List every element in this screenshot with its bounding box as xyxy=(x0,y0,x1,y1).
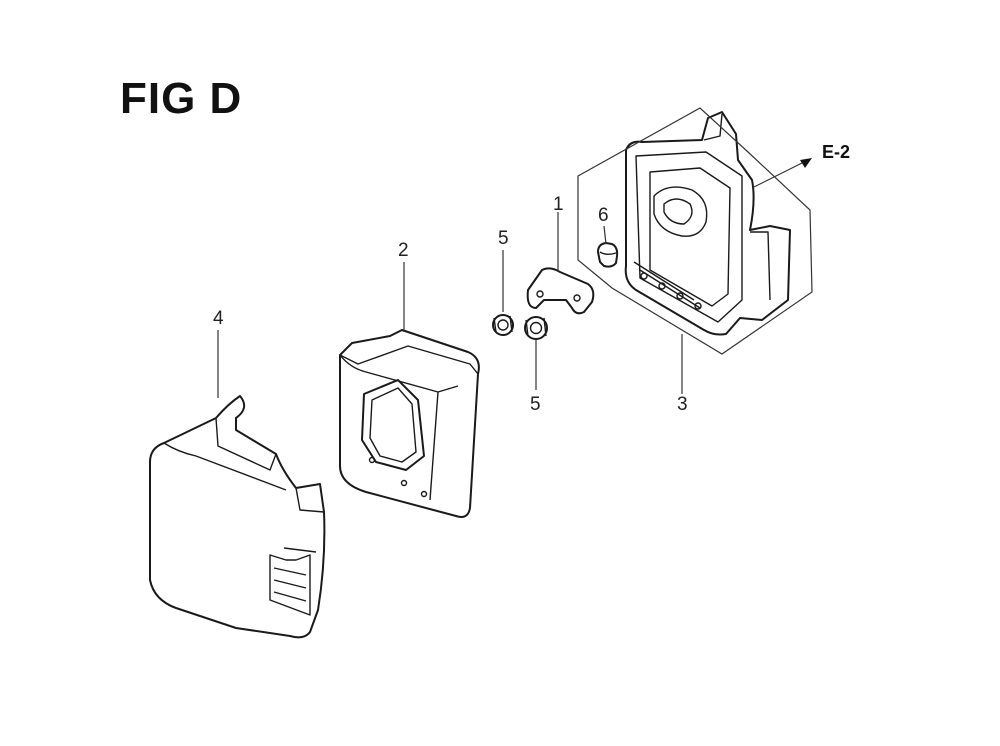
foam-element xyxy=(339,329,480,518)
air-cleaner-cover xyxy=(149,395,326,639)
flange-nut-lower xyxy=(524,316,548,340)
figure-title: FIG D xyxy=(120,74,243,123)
flange-nut-upper xyxy=(492,314,514,336)
reference-arrow xyxy=(751,158,812,189)
bracket xyxy=(526,267,595,315)
callout-2: 2 xyxy=(398,240,409,261)
reference-label: E-2 xyxy=(822,142,850,162)
assembly-boundary xyxy=(577,107,813,355)
collar xyxy=(597,242,619,268)
callout-5-lower: 5 xyxy=(530,394,541,415)
callout-6: 6 xyxy=(598,205,609,226)
callout-3: 3 xyxy=(677,394,688,415)
callout-1: 1 xyxy=(553,194,564,215)
callout-4: 4 xyxy=(213,308,224,329)
leader-line-6 xyxy=(603,225,607,245)
air-cleaner-case xyxy=(624,111,791,336)
callout-5-upper: 5 xyxy=(498,228,509,249)
